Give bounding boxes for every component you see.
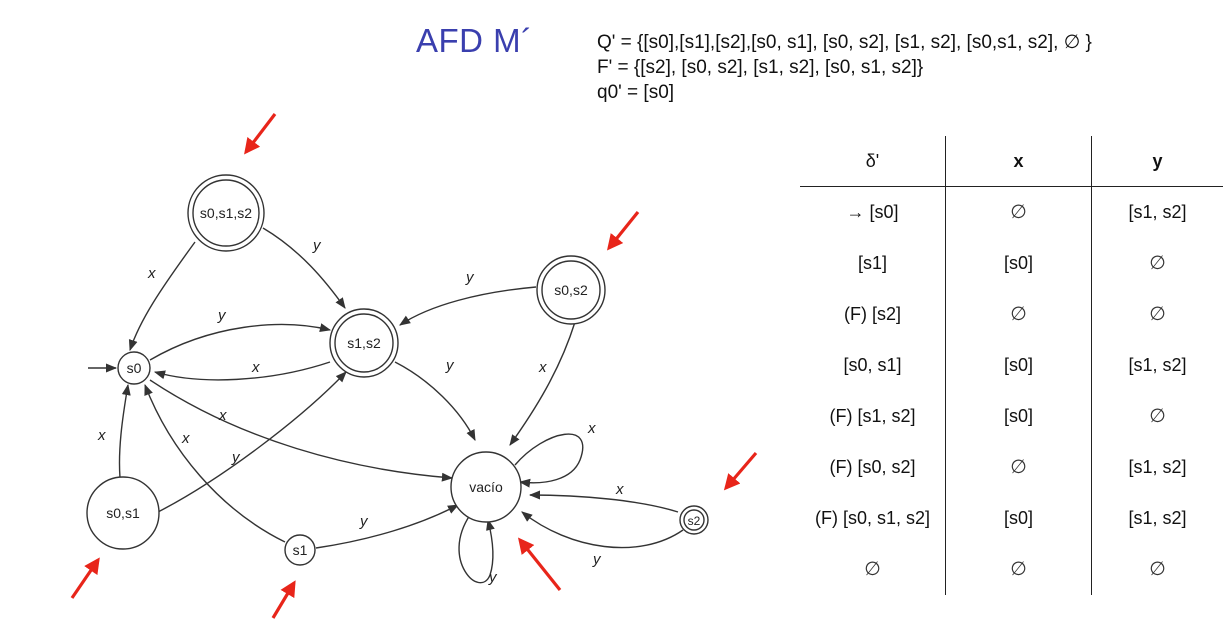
edge-label: y <box>465 269 475 286</box>
table-cell: ∅ <box>1149 406 1166 427</box>
edge-s0-vacio <box>149 379 454 482</box>
table-cell: [s0] <box>945 493 1092 544</box>
edge-s0-s1s2 <box>149 323 332 361</box>
edge-label: y <box>359 513 369 530</box>
table-cell: [s1, s2] <box>1128 508 1187 528</box>
edge-vacio-loop-y <box>458 514 495 584</box>
table-row: (F) [s0, s1, s2] [s0] [s1, s2] <box>800 493 1223 544</box>
edge-s0s2-s1s2 <box>399 286 537 326</box>
table-row: [s0, s1] [s0] [s1, s2] <box>800 340 1223 391</box>
red-arrow-icon <box>271 580 296 619</box>
edge-label: x <box>251 359 260 376</box>
edge-label: x <box>97 427 106 444</box>
state-label: s1,s2 <box>347 335 381 351</box>
table-cell: (F) [s2] <box>800 289 946 340</box>
edge-label: y <box>445 357 455 374</box>
table-row: (F) [s1, s2] [s0] ∅ <box>800 391 1223 442</box>
table-header-row: δ' x y <box>800 136 1223 187</box>
table-row: [s1] [s0] ∅ <box>800 238 1223 289</box>
table-header: x <box>945 136 1092 187</box>
table-cell: [s0] <box>945 391 1092 442</box>
state-label: s0,s1,s2 <box>200 205 252 221</box>
edge-label: y <box>488 569 498 586</box>
state-s2: s2 <box>679 505 709 535</box>
edge-s1-s0 <box>144 383 286 543</box>
table-cell: ∅ <box>945 544 1092 595</box>
edge-s0s1-s0 <box>118 383 131 479</box>
q-prime-definition: Q' = {[s0],[s1],[s2],[s0, s1], [s0, s2],… <box>597 32 1092 53</box>
table-cell: [s1, s2] <box>1128 202 1187 222</box>
edge-s2-vacio-x <box>528 490 679 513</box>
edge-s0s1s2-s1s2 <box>262 227 346 309</box>
page-title: AFD M´ <box>416 22 533 59</box>
state-label: s0,s2 <box>554 282 588 298</box>
edge-s0s1s2-s0 <box>128 241 196 352</box>
table-cell: ∅ <box>1149 304 1166 325</box>
state-label: s0,s1 <box>106 505 140 521</box>
red-arrow-icon <box>723 451 758 491</box>
f-prime-definition: F' = {[s2], [s0, s2], [s1, s2], [s0, s1,… <box>597 57 924 78</box>
table-cell: (F) [s0, s1, s2] <box>800 493 946 544</box>
table-row: (F) [s0, s2] ∅ [s1, s2] <box>800 442 1223 493</box>
state-s1s2: s1,s2 <box>329 308 399 378</box>
state-s0: s0 <box>117 351 151 385</box>
table-row: → [s0] ∅ [s1, s2] <box>800 186 1223 238</box>
table-cell: ∅ <box>945 186 1092 238</box>
table-cell: (F) [s1, s2] <box>800 391 946 442</box>
edge-label: y <box>312 237 322 254</box>
edge-label: y <box>592 551 602 568</box>
edge-s2-vacio-y <box>521 511 684 549</box>
table-row: (F) [s2] ∅ ∅ <box>800 289 1223 340</box>
dfa-diagram: x y y x y x y x x x y y x y x y s0,s1,s2… <box>70 113 758 619</box>
state-s0s1: s0,s1 <box>86 476 160 550</box>
state-label: s2 <box>688 514 701 528</box>
edge-vacio-loop-x <box>514 433 584 488</box>
state-s0s2: s0,s2 <box>536 255 606 325</box>
transition-table: δ' x y → [s0] ∅ [s1, s2] [s1] [s0] ∅ (F)… <box>800 136 1223 595</box>
edge-label: x <box>147 265 156 282</box>
state-vacio: vacío <box>450 451 522 523</box>
red-arrow-icon <box>518 537 562 591</box>
table-cell: [s1, s2] <box>1128 457 1187 477</box>
table-cell: [s0] <box>945 238 1092 289</box>
table-cell: (F) [s0, s2] <box>800 442 946 493</box>
table-cell: ∅ <box>800 544 946 595</box>
table-cell: [s1, s2] <box>1128 355 1187 375</box>
table-cell: ∅ <box>945 442 1092 493</box>
edge-label: x <box>538 359 547 376</box>
state-label: s1 <box>293 542 308 558</box>
state-label: vacío <box>469 479 503 495</box>
table-row: ∅ ∅ ∅ <box>800 544 1223 595</box>
state-label: s0 <box>127 360 142 376</box>
edge-s0s2-vacio <box>509 321 576 446</box>
edge-label: x <box>181 430 190 447</box>
definitions: Q' = {[s0],[s1],[s2],[s0, s1], [s0, s2],… <box>597 30 1092 105</box>
table-header: y <box>1091 136 1223 187</box>
edge-s1-vacio <box>315 504 459 549</box>
red-arrow-icon <box>70 557 100 599</box>
table-cell: [s0, s1] <box>800 340 946 391</box>
edge-label: x <box>218 407 227 424</box>
edge-s1s2-vacio <box>394 361 476 442</box>
table-header: δ' <box>800 136 946 187</box>
table-cell: ∅ <box>1149 253 1166 274</box>
table-cell: [s1] <box>800 238 946 289</box>
edge-s0s1-s1s2 <box>157 371 347 513</box>
edge-label: y <box>231 449 241 466</box>
edge-label: y <box>217 307 227 324</box>
table-cell: → [s0] <box>800 186 946 238</box>
table-cell: [s0] <box>945 340 1092 391</box>
table-cell: ∅ <box>1149 559 1166 580</box>
edge-label: x <box>615 481 624 498</box>
table-cell: ∅ <box>945 289 1092 340</box>
q0-prime-definition: q0' = [s0] <box>597 82 675 103</box>
state-s0s1s2: s0,s1,s2 <box>187 174 265 252</box>
red-arrow-icon <box>244 113 277 155</box>
edge-s1s2-s0 <box>153 361 331 381</box>
state-s1: s1 <box>284 534 316 566</box>
edge-label: x <box>587 420 596 437</box>
red-arrow-icon <box>606 210 640 251</box>
